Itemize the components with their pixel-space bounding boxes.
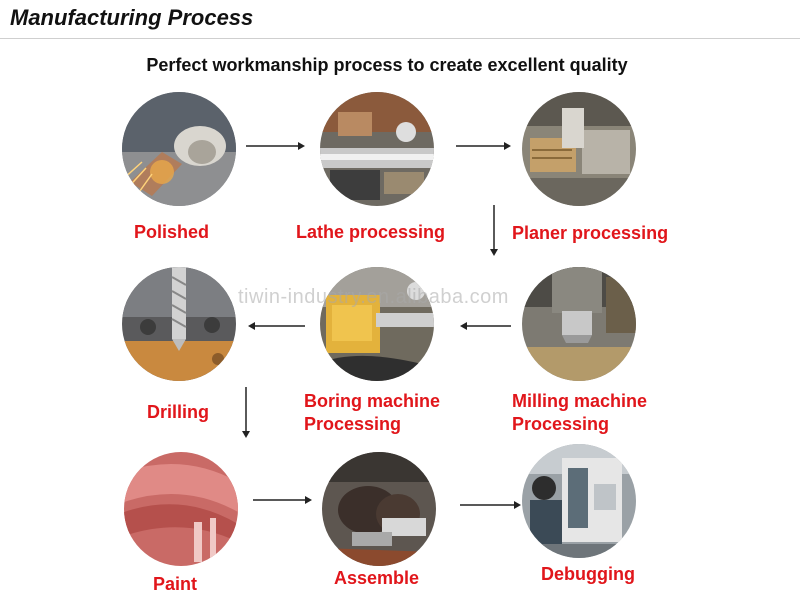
arrow-left-2 — [248, 322, 305, 330]
page-subtitle: Perfect workmanship process to create ex… — [146, 55, 628, 75]
drilling-photo — [122, 267, 236, 381]
drill-bit-icon — [122, 267, 236, 381]
step-label-planer: Planer processing — [512, 223, 669, 243]
paint-photo — [124, 452, 238, 566]
step-label-polished: Polished — [134, 222, 210, 242]
lathe-icon — [320, 92, 434, 206]
arrow-right-3 — [253, 496, 312, 504]
assemble-photo — [322, 452, 436, 566]
arrow-down-1 — [490, 205, 498, 256]
arrow-right-4 — [460, 501, 521, 509]
step-label-debugging: Debugging — [541, 564, 635, 584]
polished-photo — [122, 92, 236, 206]
page-title: Manufacturing Process — [10, 5, 254, 30]
angle-grinder-icon — [122, 92, 236, 206]
step-label-milling: Milling machine Processing — [512, 391, 648, 434]
step-label-paint: Paint — [153, 574, 198, 594]
step-label-drilling: Drilling — [147, 402, 209, 422]
boring-photo — [320, 267, 434, 381]
arrow-right-2 — [456, 142, 511, 150]
arrow-right-1 — [246, 142, 305, 150]
step-label-boring: Boring machine Processing — [304, 391, 441, 434]
watermark: tiwin-industry.en.alibaba.com — [238, 286, 509, 308]
milling-photo — [522, 267, 636, 381]
step-label-lathe: Lathe processing — [296, 222, 446, 242]
title-divider — [0, 38, 800, 39]
painted-part-icon — [124, 452, 238, 566]
step-label-assemble: Assemble — [334, 568, 420, 588]
arrow-down-2 — [242, 387, 250, 438]
lathe-photo — [320, 92, 434, 206]
boring-bar-icon — [320, 267, 434, 381]
worker-machine-icon — [522, 444, 636, 558]
gloved-hands-icon — [322, 452, 436, 566]
debugging-photo — [522, 444, 636, 558]
milling-cutter-icon — [522, 267, 636, 381]
planer-photo — [522, 92, 636, 206]
planer-icon — [522, 92, 636, 206]
arrow-left-1 — [460, 322, 511, 330]
